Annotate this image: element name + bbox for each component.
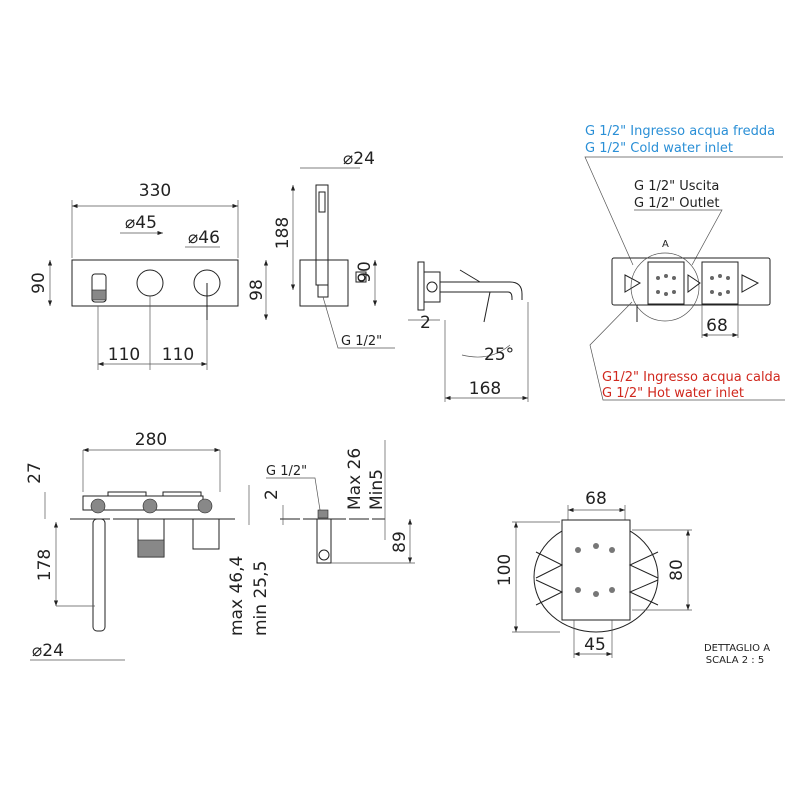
- front-view: 330 ⌀45 ⌀46 90 98 110 110: [29, 181, 269, 370]
- detail-height-right-dim: 80: [667, 559, 687, 581]
- detail-width-bottom-dim: 45: [584, 635, 606, 655]
- side-view: ⌀24 188 90 G 1/2": [273, 149, 395, 349]
- front-height-right-dim: 98: [247, 279, 267, 301]
- front-spacing-right-dim: 110: [162, 345, 194, 365]
- section-thread-label: G 1/2": [266, 464, 307, 479]
- cold-inlet-label-it: G 1/2" Ingresso acqua fredda: [585, 124, 775, 139]
- top-dia-dim: ⌀24: [32, 641, 64, 661]
- detail-marker-a: A: [662, 239, 669, 250]
- side-thread-label: G 1/2": [341, 334, 382, 349]
- rear-plate-width-dim: 68: [706, 316, 728, 336]
- top-min-depth-dim: min 25,5: [251, 561, 271, 636]
- outlet-label-en: G 1/2" Outlet: [634, 196, 720, 211]
- top-max-depth-dim: max 46,4: [227, 556, 247, 636]
- front-height-left-dim: 90: [29, 272, 49, 294]
- hot-inlet-label-en: G 1/2" Hot water inlet: [602, 386, 744, 401]
- front-dia-right-dim: ⌀46: [188, 228, 220, 248]
- hot-inlet-label-it: G1/2" Ingresso acqua calda: [602, 370, 781, 385]
- front-spacing-left-dim: 110: [108, 345, 140, 365]
- spout-view: 2 25° 168: [408, 261, 529, 402]
- outlet-label-it: G 1/2" Uscita: [634, 179, 719, 194]
- spout-offset-dim: 2: [420, 313, 431, 333]
- side-body-height-dim: 90: [355, 261, 375, 283]
- detail-width-top-dim: 68: [585, 489, 607, 509]
- section-offset-dim: 2: [262, 489, 282, 500]
- front-width-dim: 330: [139, 181, 171, 201]
- section-height-dim: 89: [390, 531, 410, 553]
- detail-view: 68 100 80 45 DETTAGLIO A SCALA 2 : 5: [495, 489, 770, 666]
- rear-view: G 1/2" Ingresso acqua fredda G 1/2" Cold…: [584, 124, 785, 401]
- cold-inlet-label-en: G 1/2" Cold water inlet: [585, 141, 733, 156]
- detail-scale: SCALA 2 : 5: [706, 655, 764, 666]
- front-dia-left-dim: ⌀45: [125, 213, 157, 233]
- top-width-dim: 280: [135, 430, 167, 450]
- top-view: 280 27 178 ⌀24 max 46,4 min 25,5: [25, 430, 271, 661]
- spout-angle-dim: 25°: [484, 345, 514, 365]
- section-max-dim: Max 26: [345, 448, 365, 510]
- top-depth-dim: 27: [25, 462, 45, 484]
- top-spout-projection-dim: 178: [35, 549, 55, 581]
- section-view: G 1/2" 2 Max 26 Min5 89: [262, 440, 415, 564]
- side-height-dim: 188: [273, 217, 293, 249]
- spout-length-dim: 168: [469, 379, 501, 399]
- side-dia-dim: ⌀24: [343, 149, 375, 169]
- detail-title: DETTAGLIO A: [704, 643, 770, 654]
- section-min-dim: Min5: [367, 469, 387, 510]
- detail-height-left-dim: 100: [495, 554, 515, 586]
